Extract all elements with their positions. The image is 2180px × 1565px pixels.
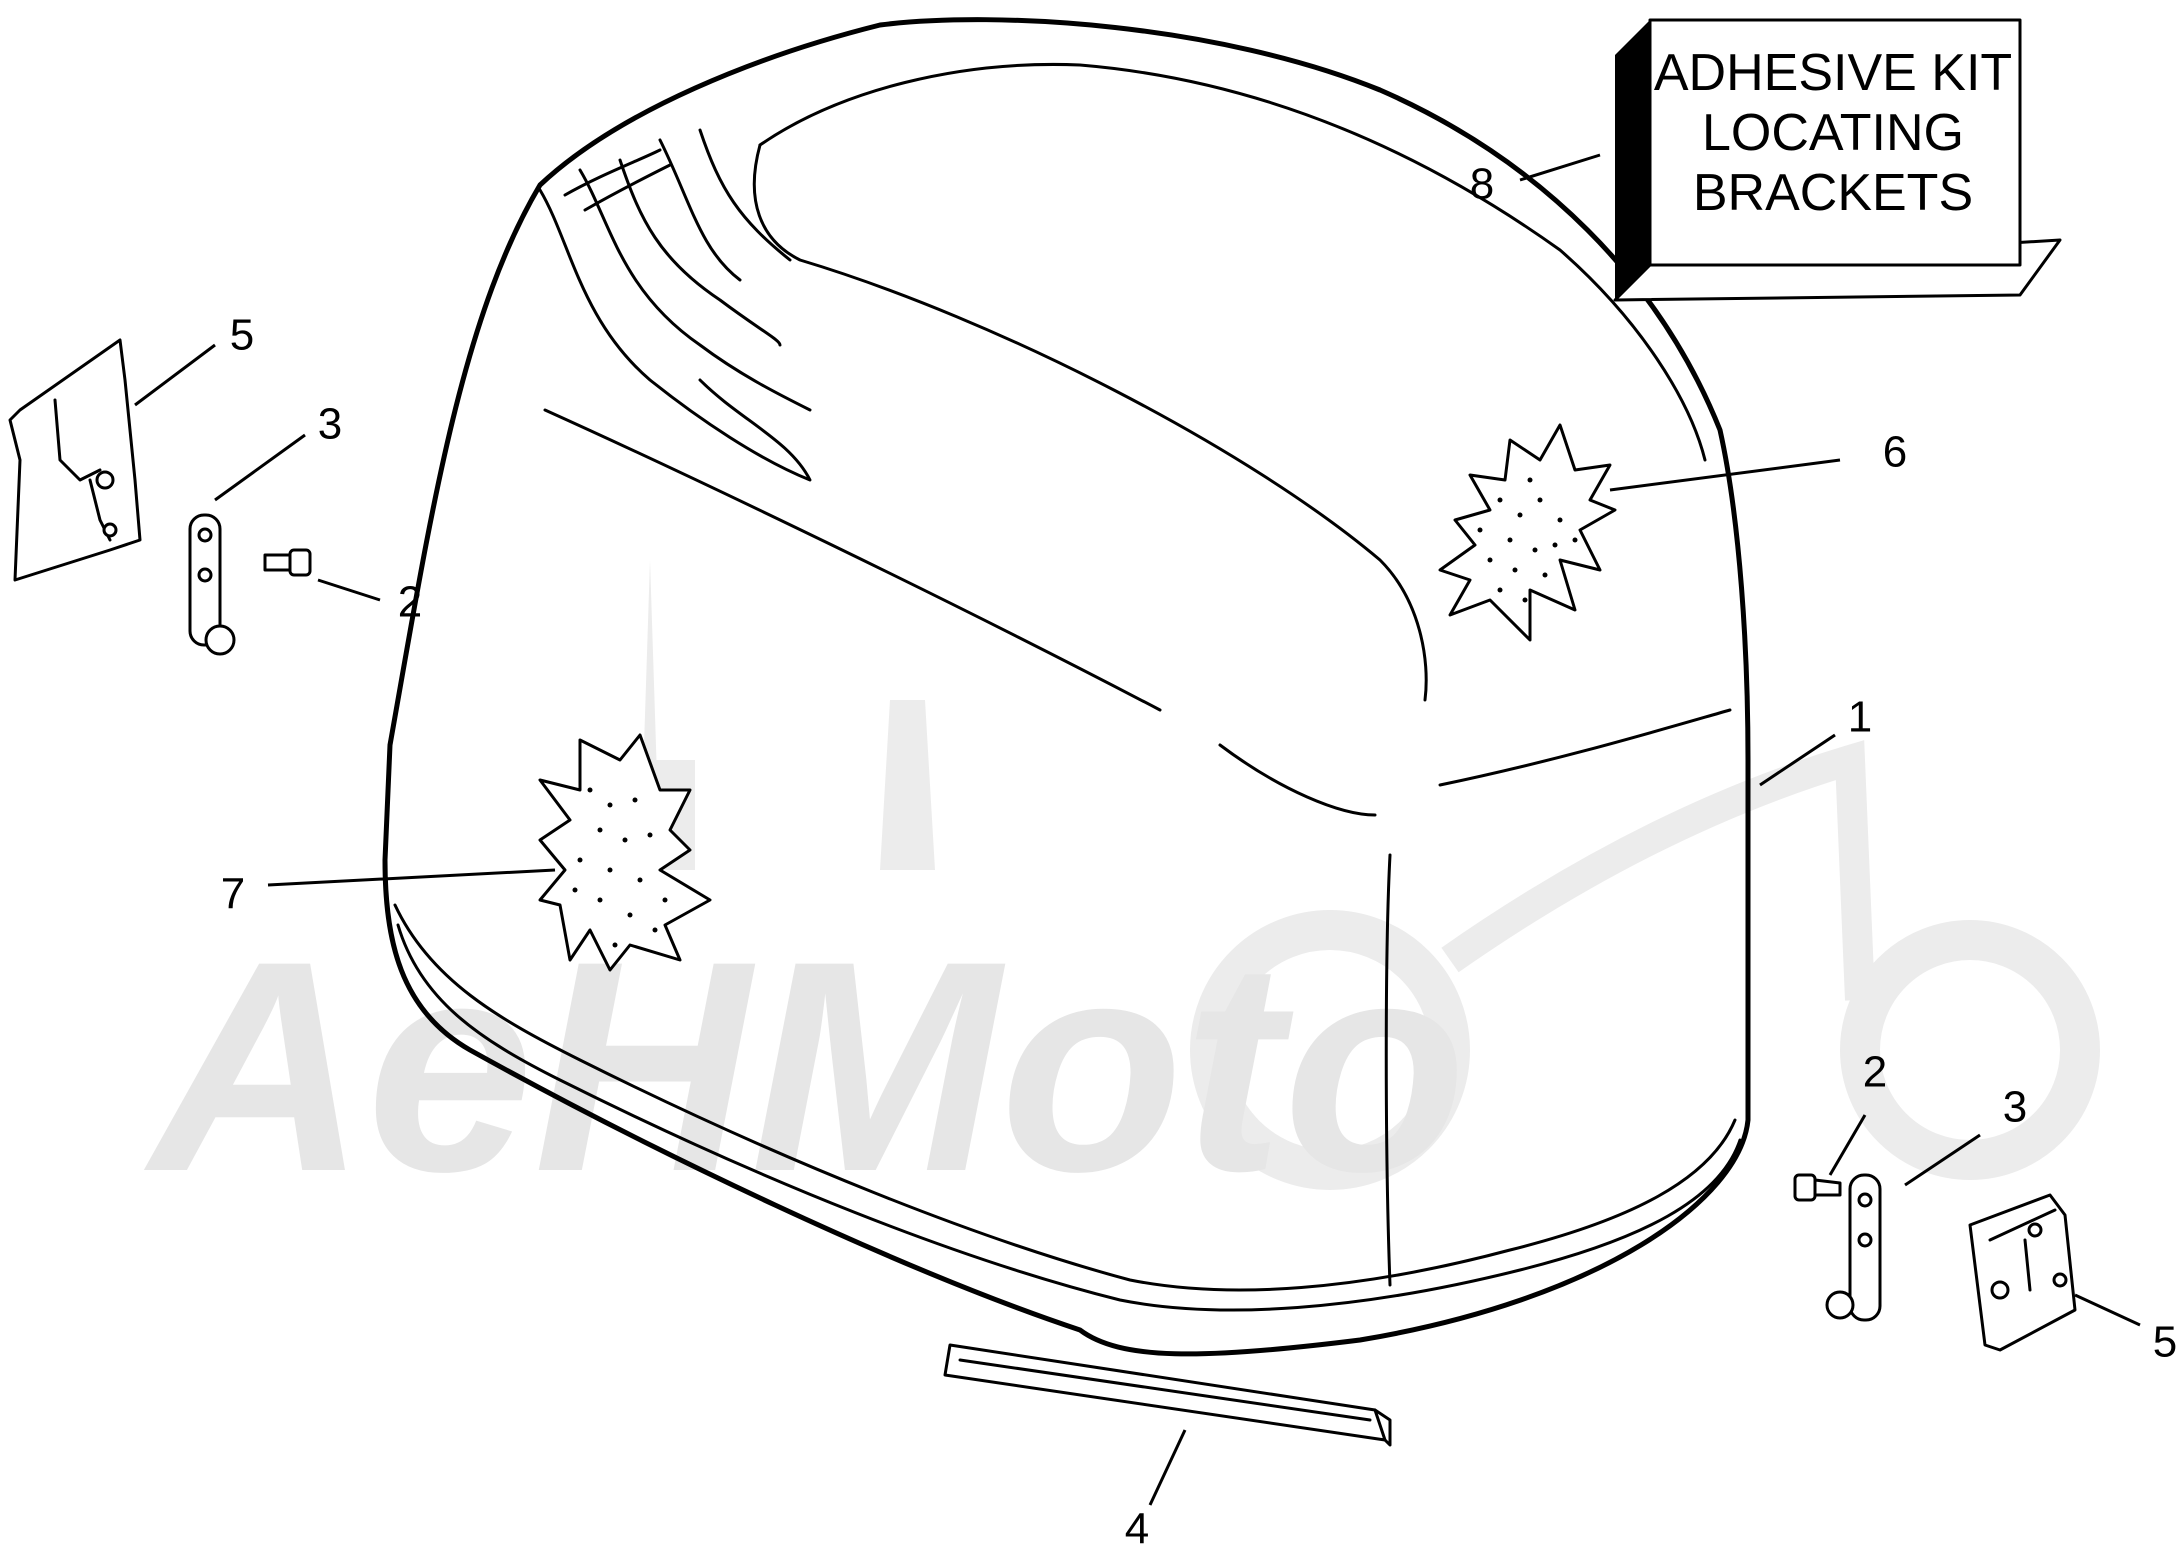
- decal-6: [1438, 423, 1617, 642]
- screw-2-right: [1793, 1173, 1842, 1202]
- engine-cowl: [382, 17, 1751, 1357]
- callouts: 1 2 2 3 3 4 5 5 6 7 8: [221, 160, 2177, 1554]
- callout-3-left: 3: [318, 400, 342, 449]
- screw-2-left: [263, 548, 312, 577]
- callout-6: 6: [1883, 428, 1907, 477]
- locating-bracket-3-right: [1825, 1173, 1882, 1322]
- adhesive-kit-box: ADHESIVE KIT LOCATING BRACKETS: [1613, 18, 2062, 302]
- callout-8: 8: [1470, 160, 1494, 209]
- bracket-5-left: [8, 338, 142, 582]
- watermark-text: AeHMoto: [141, 898, 1467, 1234]
- kit-line-3: BRACKETS: [1693, 164, 1973, 222]
- callout-2-left: 2: [398, 578, 422, 627]
- seal-strip-4: [943, 1343, 1392, 1447]
- leader-lines: [134, 153, 2141, 1506]
- watermark: AeHMoto: [141, 560, 2100, 1234]
- callout-5-right: 5: [2153, 1318, 2177, 1367]
- bracket-5-right: [1968, 1193, 2077, 1352]
- callout-5-left: 5: [230, 311, 254, 360]
- callout-3-right: 3: [2003, 1083, 2027, 1132]
- callout-2-right: 2: [1863, 1048, 1887, 1097]
- callout-4: 4: [1125, 1505, 1149, 1554]
- kit-line-1: ADHESIVE KIT: [1654, 44, 2012, 102]
- callout-1: 1: [1848, 693, 1872, 742]
- locating-bracket-3-left: [188, 513, 236, 656]
- callout-7: 7: [221, 870, 245, 919]
- decal-7: [538, 733, 712, 972]
- kit-line-2: LOCATING: [1702, 104, 1964, 162]
